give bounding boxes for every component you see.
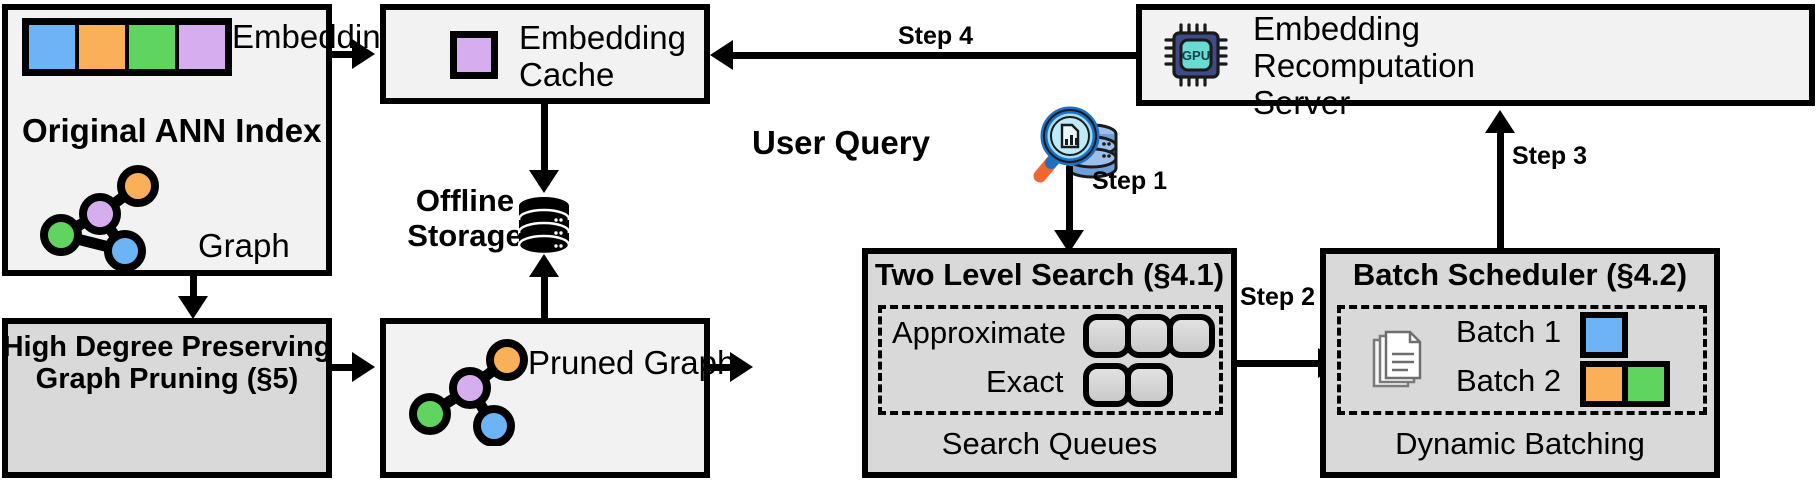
two-level-search-title: Two Level Search (§4.1)	[874, 257, 1225, 292]
batch-2-label: Batch 2	[1456, 363, 1562, 398]
pruned-graph-icon	[409, 339, 528, 446]
arrow-step1-line	[1066, 166, 1073, 236]
approximate-queue-slots	[1083, 314, 1215, 358]
queue-slot[interactable]	[1125, 363, 1173, 407]
embedding-vector-strip	[22, 18, 232, 76]
search-queues-dashed-region	[878, 305, 1223, 415]
recomputation-server-label: Embedding Recomputation Server	[1253, 10, 1475, 121]
arrow-pruning-to-prunedgraph-head	[352, 352, 375, 382]
arrow-index-to-pruning-line	[190, 276, 197, 304]
batch-scheduler-title: Batch Scheduler (§4.2)	[1352, 257, 1688, 292]
queue-slot[interactable]	[1125, 314, 1173, 358]
arrow-step3-line	[1497, 130, 1504, 250]
search-queues-footer: Search Queues	[941, 426, 1158, 461]
exact-queue-slots	[1083, 363, 1173, 407]
arrow-prunedgraph-to-search-head	[730, 352, 753, 382]
gpu-chip-icon: GPU	[1164, 23, 1228, 87]
graph-label: Graph	[198, 227, 290, 264]
box-recomputation-server	[1136, 4, 1815, 106]
dynamic-batching-dashed-region	[1337, 305, 1707, 415]
arrow-index-to-cache-head	[352, 39, 375, 69]
queue-slot[interactable]	[1083, 363, 1131, 407]
step3-label: Step 3	[1512, 142, 1588, 170]
documents-icon	[1372, 330, 1422, 388]
dynamic-batching-footer: Dynamic Batching	[1395, 426, 1645, 461]
step2-label: Step 2	[1240, 283, 1316, 311]
arrow-step3-head	[1485, 110, 1515, 133]
arrow-step1-head	[1054, 230, 1084, 253]
batch-2-square-orange	[1580, 361, 1628, 407]
arrow-prunedgraph-to-search-line	[710, 364, 738, 371]
box-two-level-search	[862, 248, 1237, 478]
svg-text:GPU: GPU	[1182, 48, 1210, 63]
original-graph-icon	[40, 165, 159, 272]
step4-label: Step 4	[898, 22, 974, 50]
box-embedding-cache	[380, 4, 710, 104]
user-query-label: User Query	[752, 124, 930, 161]
arrow-step4-head	[710, 40, 733, 70]
arrow-prunedgraph-to-storage-head	[529, 254, 559, 277]
queue-slot[interactable]	[1083, 314, 1131, 358]
embedding-cell-orange	[79, 25, 129, 69]
database-icon	[518, 197, 570, 256]
arrow-index-to-cache-line	[332, 51, 360, 58]
arrow-prunedgraph-to-storage-line	[541, 262, 548, 318]
arrow-cache-to-storage-head	[529, 170, 559, 193]
arrow-cache-to-storage-line	[541, 104, 548, 176]
arrow-index-to-pruning-head	[178, 296, 208, 319]
batch-1-square-blue	[1580, 312, 1628, 358]
batch-1-label: Batch 1	[1456, 314, 1562, 349]
embedding-cache-swatch	[450, 31, 498, 79]
embedding-cell-purple	[179, 25, 225, 69]
queue-slot[interactable]	[1167, 314, 1215, 358]
offline-storage-label: Offline Storage	[407, 183, 523, 253]
embedding-cache-label: Embedding Cache	[519, 19, 686, 93]
box-graph-pruning	[2, 318, 332, 478]
step1-label: Step 1	[1092, 167, 1168, 195]
embedding-cell-green	[129, 25, 179, 69]
graph-pruning-label: High Degree Preserving Graph Pruning (§5…	[2, 331, 332, 396]
pruned-graph-label: Pruned Graph	[528, 344, 736, 381]
arrow-step4-line	[730, 52, 1136, 59]
exact-row-label: Exact	[986, 364, 1064, 399]
original-ann-index-title: Original ANN Index	[22, 112, 322, 149]
embedding-cell-blue	[29, 25, 79, 69]
query-search-database-icon	[1033, 106, 1118, 183]
arrow-pruning-to-prunedgraph-line	[332, 364, 360, 371]
arrow-step2-line	[1237, 360, 1325, 367]
batch-2-square-green	[1622, 361, 1670, 407]
approximate-row-label: Approximate	[892, 315, 1067, 350]
